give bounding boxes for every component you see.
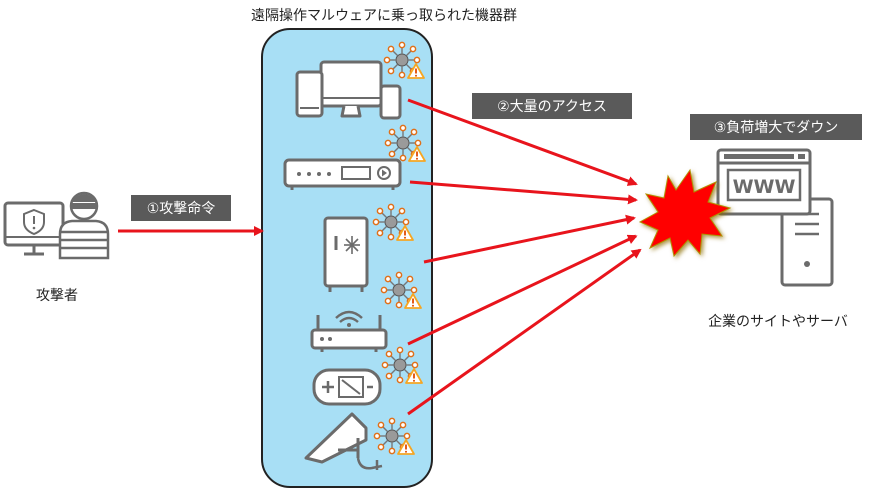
attack-arrows — [407, 98, 642, 416]
web-server-icon — [716, 148, 834, 287]
attack-arrow — [409, 180, 638, 205]
step2-label: ②大量のアクセス — [497, 99, 607, 115]
target-label: 企業のサイトやサーバ — [708, 313, 848, 330]
battery-icon — [312, 368, 382, 406]
set-top-box-icon — [283, 158, 402, 190]
explosion-icon — [638, 168, 732, 258]
attack-arrow — [407, 248, 642, 416]
attacker-label: 攻撃者 — [36, 288, 78, 304]
step3-label: ③負荷増大でダウン — [714, 120, 839, 136]
refrigerator-icon — [323, 216, 369, 292]
hacker-at-computer-icon — [3, 191, 110, 260]
camera-icon — [304, 412, 383, 470]
step2-label-box — [472, 93, 632, 119]
attack-arrow — [407, 98, 638, 186]
diagram-title: 遠隔操作マルウェアに乗っ取られた機器群 — [251, 8, 517, 24]
step3-label-box — [690, 114, 862, 140]
www-text: WWW — [733, 176, 796, 198]
wifi-router-icon — [310, 310, 388, 352]
step1-label-box — [131, 195, 231, 221]
step1-label: ①攻撃命令 — [147, 200, 216, 217]
attack-arrow — [407, 234, 638, 346]
attack-arrow — [423, 214, 636, 264]
desktop-monitor-tablet-icon — [295, 60, 402, 120]
